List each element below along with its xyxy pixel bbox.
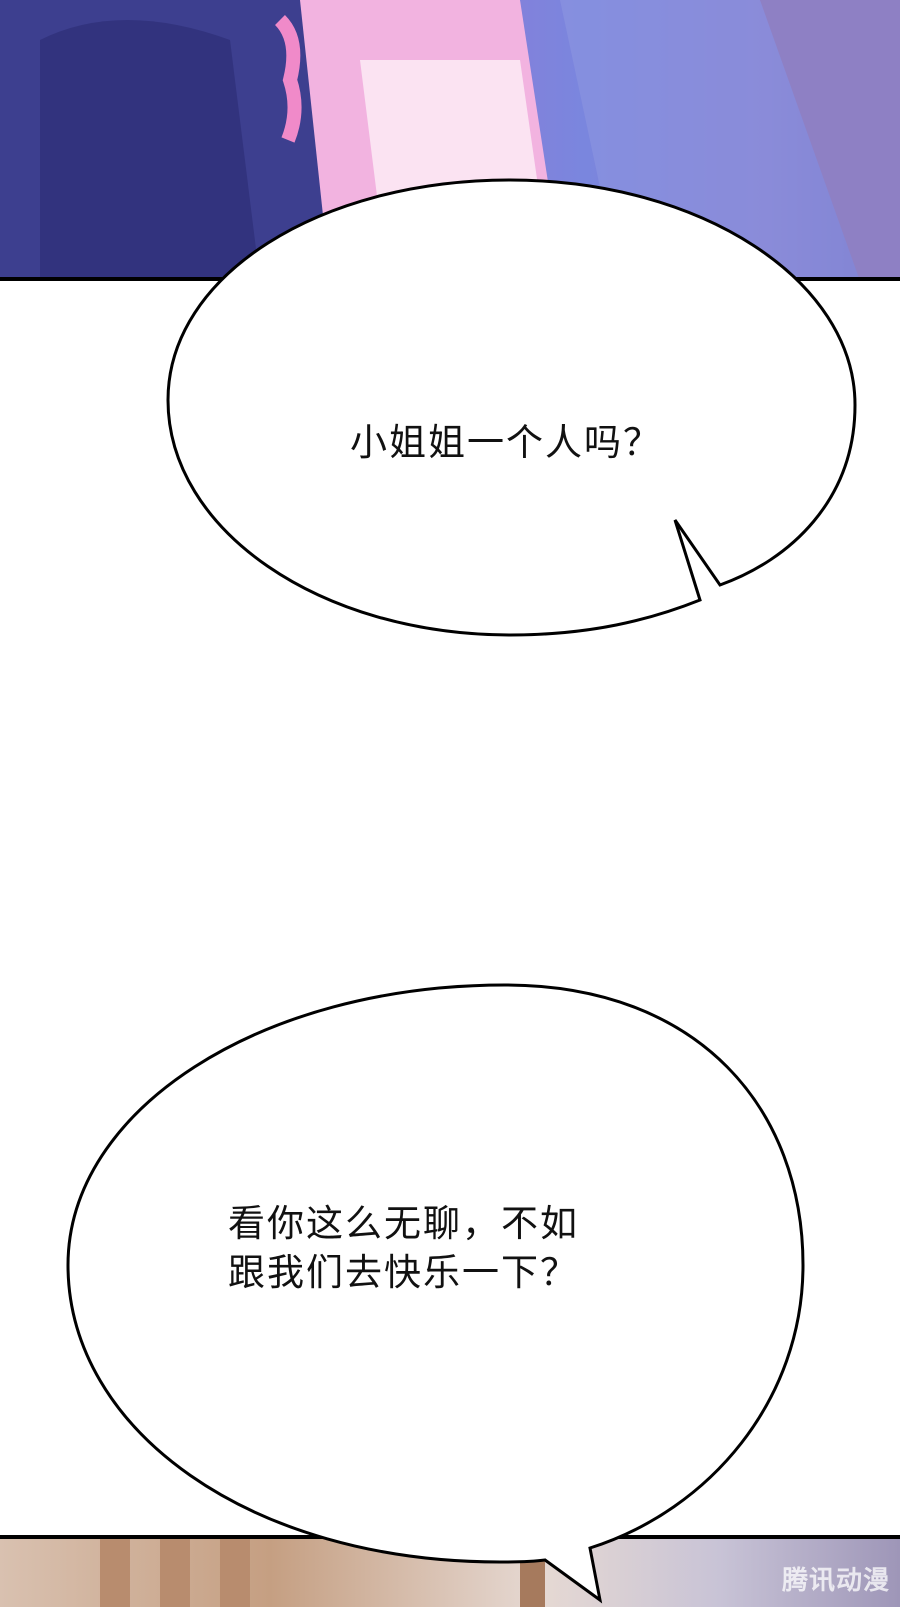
dialogue-line: 看你这么无聊，不如 <box>228 1202 579 1245</box>
wood-post <box>100 1535 130 1607</box>
wood-post <box>160 1535 190 1607</box>
right-figure <box>760 0 900 281</box>
wood-post <box>220 1535 250 1607</box>
braid <box>274 15 302 143</box>
coat-shape <box>40 20 260 281</box>
bottom-panel-art <box>100 1535 545 1607</box>
bubble-1-text: 小姐姐一个人吗？ <box>350 418 770 467</box>
speech-bubble-2 <box>66 983 805 1604</box>
dialogue-line: 跟我们去快乐一下？ <box>228 1251 579 1294</box>
dialogue-line: 小姐姐一个人吗？ <box>350 421 662 464</box>
speech-bubble-1 <box>166 178 857 637</box>
bubble-2-text: 看你这么无聊，不如 跟我们去快乐一下？ <box>228 1199 688 1297</box>
watermark-logo: 腾讯动漫 <box>781 1566 890 1596</box>
